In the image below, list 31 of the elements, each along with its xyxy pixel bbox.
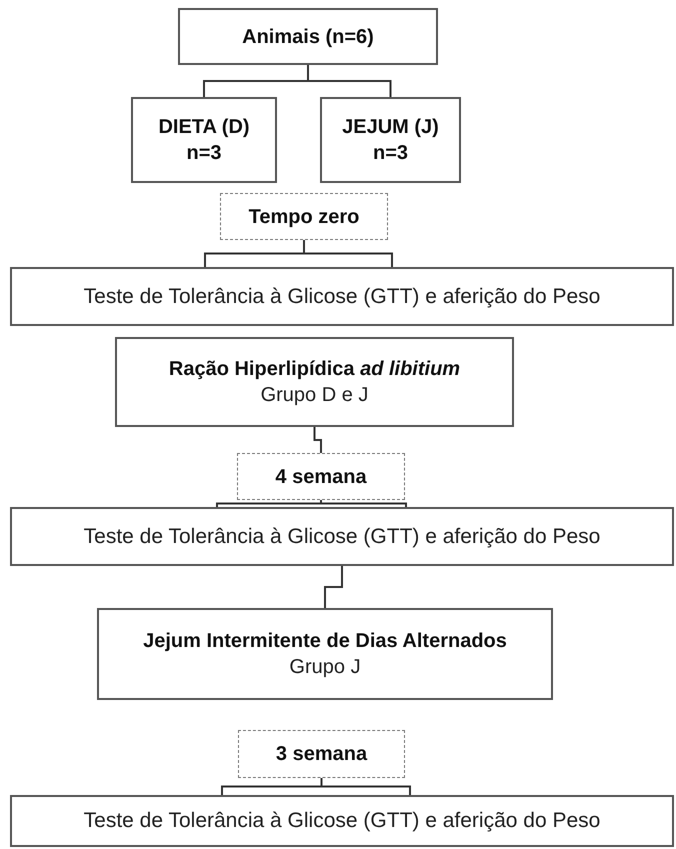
- process-box: [178, 8, 438, 65]
- box-text: Ração Hiperlipídica ad libitium: [168, 357, 460, 382]
- time-box: [238, 730, 405, 778]
- box-text: 4 semana: [275, 464, 367, 490]
- box-text: Teste de Tolerância à Glicose (GTT) e aferição do Peso: [84, 284, 600, 310]
- time-box: [237, 453, 405, 500]
- connector-line: [221, 777, 411, 796]
- box-text: Tempo zero: [248, 204, 360, 230]
- box-text: Grupo J: [289, 655, 361, 680]
- process-box: [131, 97, 277, 183]
- box-text: Teste de Tolerância à Glicose (GTT) e aferição do Peso: [84, 808, 600, 834]
- process-box: [10, 795, 674, 847]
- box-text: JEJUM (J): [342, 115, 439, 140]
- box-text: DIETA (D): [158, 115, 250, 140]
- box-text: Animais (n=6): [242, 24, 374, 50]
- connector-line: [216, 499, 407, 508]
- box-text: n=3: [186, 141, 222, 166]
- box-text: Teste de Tolerância à Glicose (GTT) e aferição do Peso: [84, 524, 600, 550]
- box-text: 3 semana: [276, 742, 368, 767]
- process-box: [10, 507, 674, 566]
- box-text: Jejum Intermitente de Dias Alternados: [143, 629, 507, 654]
- connector-line: [324, 566, 343, 608]
- process-box: [320, 97, 461, 183]
- box-text: n=3: [372, 141, 408, 166]
- process-box: [97, 608, 553, 700]
- box-text: Grupo D e J: [260, 383, 368, 408]
- time-box: [220, 193, 388, 240]
- connector-line: [204, 239, 393, 268]
- connector-line: [314, 427, 322, 453]
- process-box: [10, 267, 674, 326]
- process-box: [115, 337, 514, 427]
